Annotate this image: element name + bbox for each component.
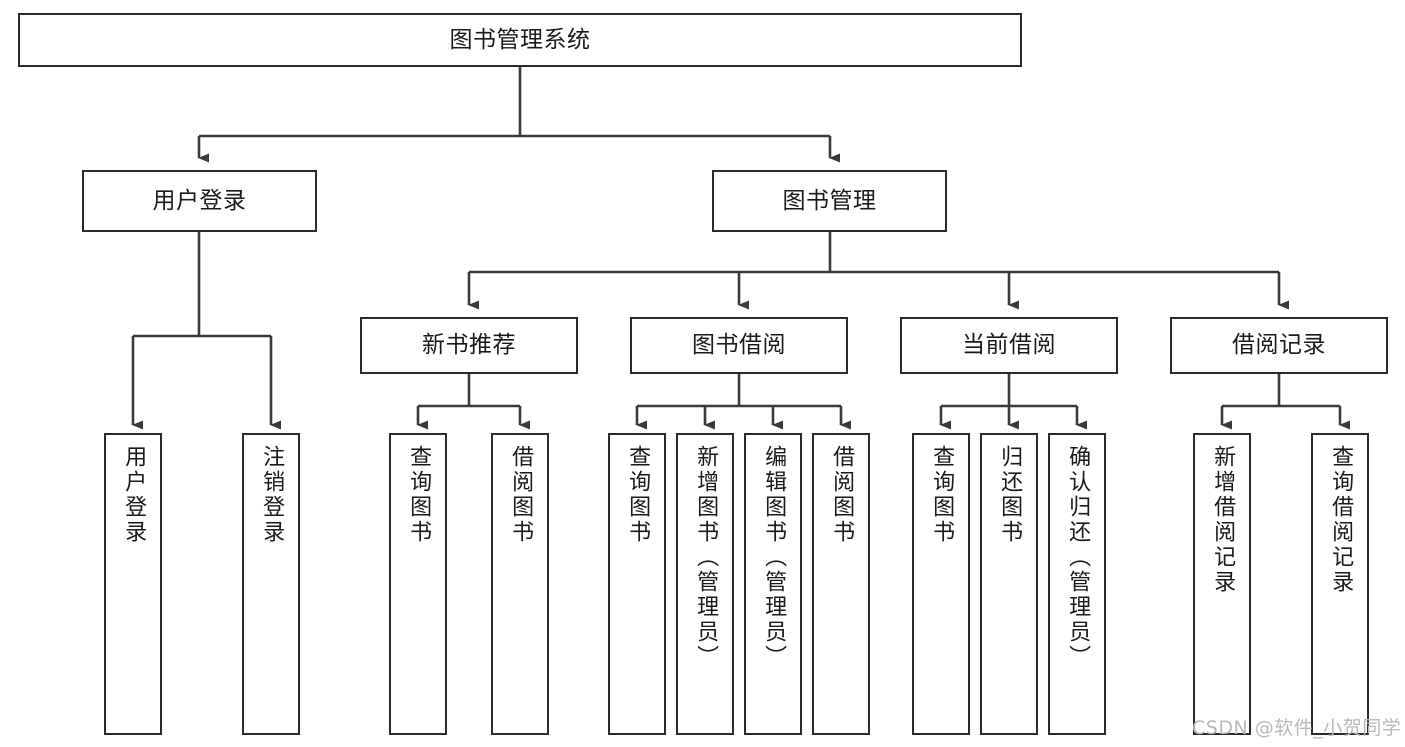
node-label: 归还图书: [997, 445, 1023, 545]
node-label: 确认归还（管理员）: [1065, 445, 1091, 670]
node-label: 当前借阅: [962, 332, 1056, 359]
node-label: 新增借阅记录: [1210, 445, 1236, 595]
leaf-book-borrow-query-book[interactable]: 查询图书: [608, 433, 666, 735]
node-user-login[interactable]: 用户登录: [82, 170, 317, 232]
node-book-management[interactable]: 图书管理: [712, 170, 947, 232]
node-label: 借阅记录: [1232, 332, 1326, 359]
node-label: 图书借阅: [692, 332, 786, 359]
node-label: 查询图书: [625, 445, 651, 545]
leaf-borrow-records-query-record[interactable]: 查询借阅记录: [1311, 433, 1369, 735]
node-label: 注销登录: [259, 445, 285, 545]
node-label: 查询图书: [929, 445, 955, 545]
node-label: 查询借阅记录: [1328, 445, 1354, 595]
node-label: 查询图书: [406, 445, 432, 545]
node-new-book-recommend[interactable]: 新书推荐: [360, 317, 578, 374]
node-label: 新书推荐: [422, 332, 516, 359]
leaf-borrow-records-add-record[interactable]: 新增借阅记录: [1193, 433, 1251, 735]
node-root-system[interactable]: 图书管理系统: [18, 13, 1022, 67]
leaf-book-borrow-borrow-book[interactable]: 借阅图书: [812, 433, 870, 735]
node-label: 新增图书（管理员）: [693, 445, 719, 670]
node-label: 借阅图书: [829, 445, 855, 545]
leaf-user-login-login[interactable]: 用户登录: [104, 433, 162, 735]
node-borrow-records[interactable]: 借阅记录: [1170, 317, 1388, 374]
node-label: 图书管理: [782, 187, 877, 214]
leaf-book-borrow-edit-book[interactable]: 编辑图书（管理员）: [744, 433, 802, 735]
node-label: 用户登录: [121, 445, 147, 545]
leaf-current-borrow-query-book[interactable]: 查询图书: [912, 433, 970, 735]
node-label: 编辑图书（管理员）: [761, 445, 787, 670]
leaf-book-borrow-add-book[interactable]: 新增图书（管理员）: [676, 433, 734, 735]
leaf-new-book-query-book[interactable]: 查询图书: [389, 433, 447, 735]
node-label: 用户登录: [152, 187, 247, 214]
leaf-current-borrow-confirm-return[interactable]: 确认归还（管理员）: [1048, 433, 1106, 735]
node-book-borrow[interactable]: 图书借阅: [630, 317, 848, 374]
node-label: 图书管理系统: [449, 26, 591, 53]
node-current-borrow[interactable]: 当前借阅: [900, 317, 1118, 374]
leaf-current-borrow-return-book[interactable]: 归还图书: [980, 433, 1038, 735]
leaf-new-book-borrow-book[interactable]: 借阅图书: [491, 433, 549, 735]
leaf-user-login-logout[interactable]: 注销登录: [242, 433, 300, 735]
node-label: 借阅图书: [508, 445, 534, 545]
